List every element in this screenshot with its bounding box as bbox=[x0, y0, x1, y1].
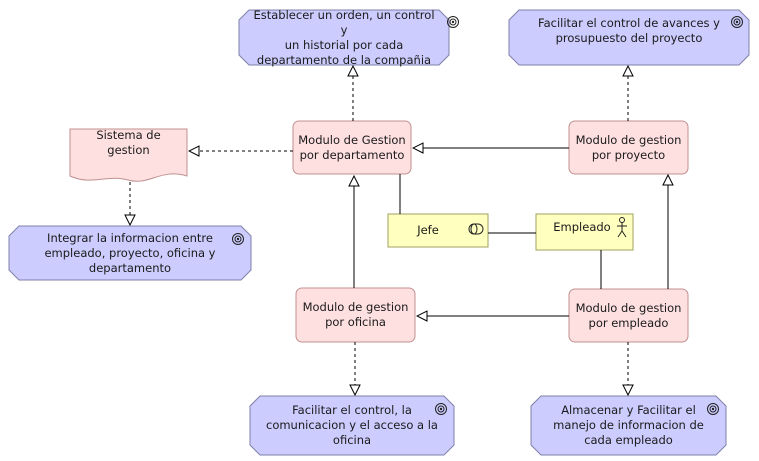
goal-target-icon bbox=[707, 403, 719, 415]
goal-target-icon bbox=[435, 403, 447, 415]
function-proyecto[interactable]: Modulo de gestion por proyecto bbox=[575, 132, 682, 162]
goal-oficina[interactable]: Facilitar el control, la comunicacion y … bbox=[266, 403, 438, 447]
document-sistema[interactable]: Sistema de gestion bbox=[96, 128, 161, 157]
goal-empleado-shape bbox=[530, 395, 727, 456]
goal-shapes bbox=[8, 9, 750, 456]
function-shapes bbox=[292, 120, 689, 343]
role-cylinder-icon bbox=[468, 223, 484, 235]
goal-orden-shape bbox=[238, 9, 450, 66]
goal-icons bbox=[232, 16, 743, 415]
function-departamento[interactable]: Modulo de Gestion por departamento bbox=[298, 132, 406, 162]
goal-orden[interactable]: Establecer un orden, un control y un his… bbox=[253, 7, 435, 67]
goal-target-icon bbox=[232, 233, 244, 245]
role-jefe[interactable]: Jefe bbox=[417, 223, 439, 237]
function-oficina[interactable]: Modulo de gestion por oficina bbox=[302, 300, 409, 329]
function-departamento-shape bbox=[292, 120, 412, 175]
document-sistema-shape bbox=[69, 128, 188, 182]
goal-empleado[interactable]: Almacenar y Facilitar el manejo de infor… bbox=[553, 403, 704, 447]
goal-avances-shape bbox=[508, 9, 750, 66]
goal-integrar-shape bbox=[8, 225, 252, 281]
actor-empleado-shape bbox=[535, 213, 634, 251]
goal-target-icon bbox=[447, 16, 459, 28]
goal-oficina-shape bbox=[249, 395, 455, 456]
connectors bbox=[130, 66, 668, 395]
goal-avances[interactable]: Facilitar el control de avances y prosup… bbox=[538, 16, 720, 45]
goal-integrar[interactable]: Integrar la informacion entre empleado, … bbox=[44, 230, 216, 275]
goal-target-icon bbox=[731, 16, 743, 28]
function-empleado[interactable]: Modulo de gestion por empleado bbox=[575, 300, 682, 330]
stick-figure-icon bbox=[617, 217, 627, 238]
actor-empleado[interactable]: Empleado bbox=[553, 219, 611, 234]
